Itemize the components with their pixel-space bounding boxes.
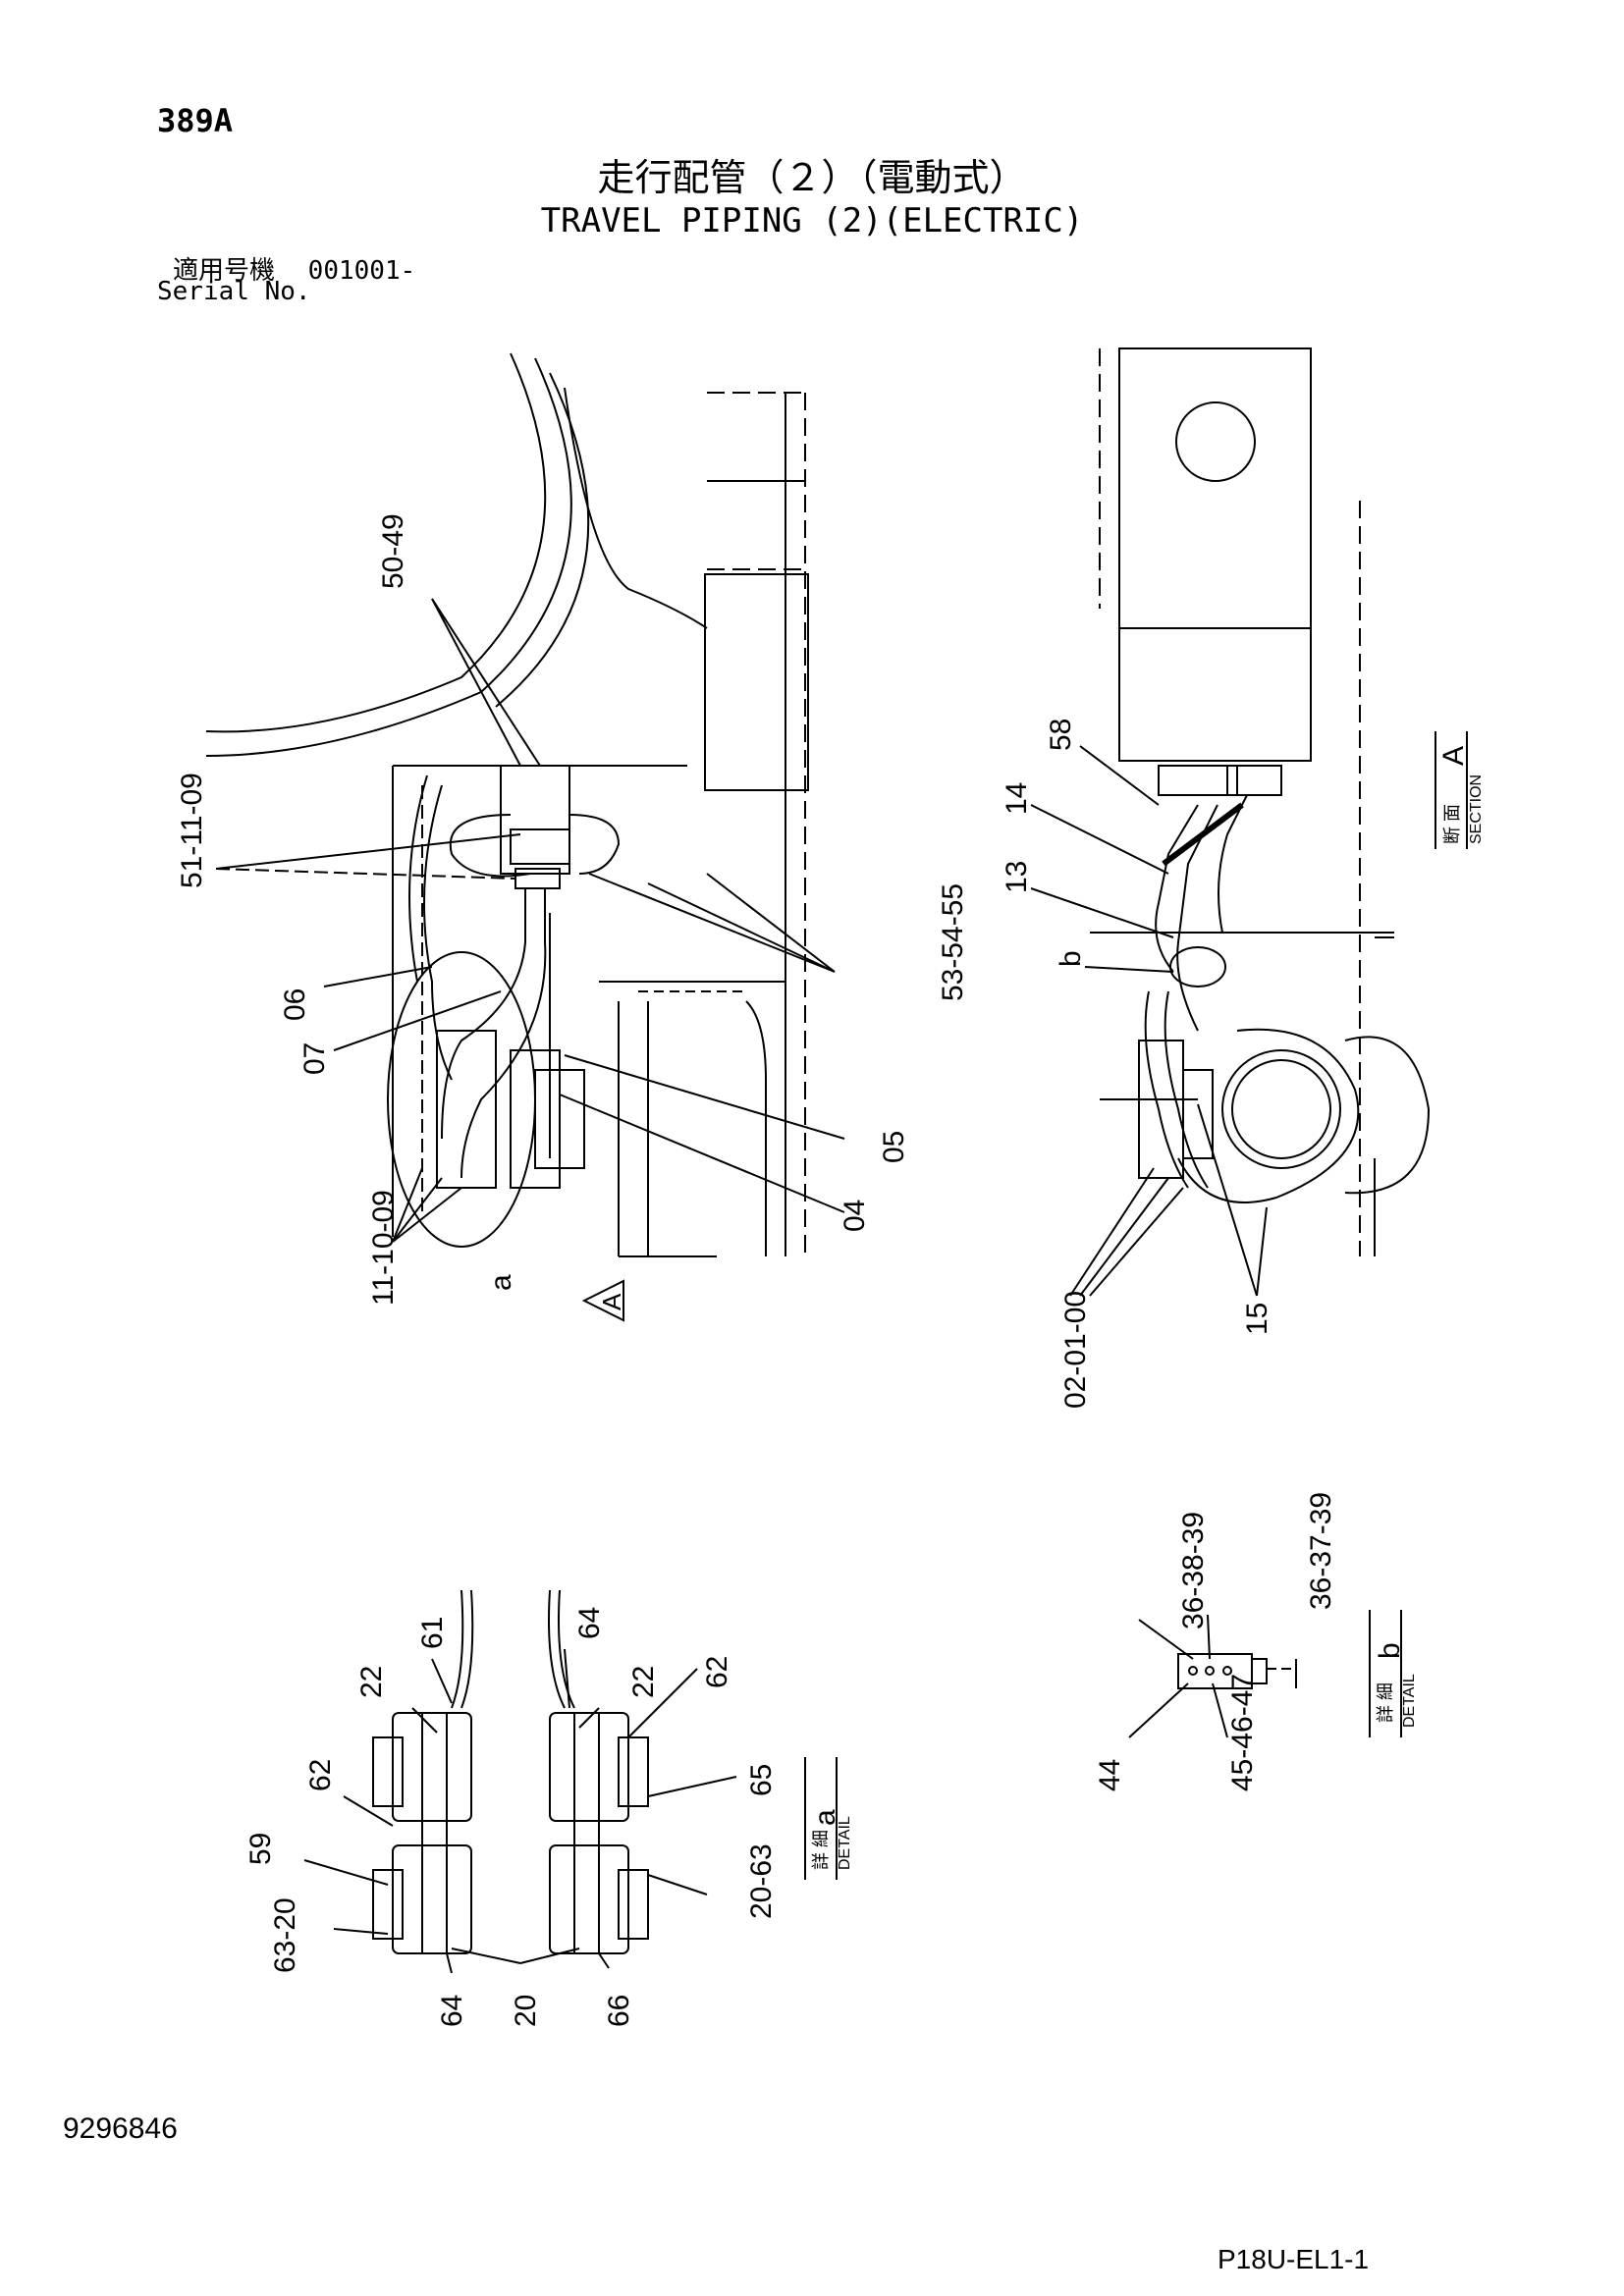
section-a-title-jp: 断 面	[1442, 804, 1462, 844]
serial-label-japanese: 適用号機	[173, 256, 276, 286]
page-code: 389A	[157, 102, 234, 139]
part-label: 06	[279, 988, 311, 1021]
part-label: 59	[244, 1833, 277, 1865]
detail-b-view	[1128, 1610, 1402, 1738]
part-label: 14	[1001, 782, 1033, 815]
part-label: 45-46-47	[1226, 1674, 1259, 1791]
part-label: 15	[1241, 1303, 1273, 1335]
detail-b-title-en: DETAIL	[1401, 1674, 1418, 1728]
detail-a-view	[303, 1589, 838, 1974]
part-label: 65	[745, 1764, 778, 1796]
title-english: TRAVEL PIPING (2)(ELECTRIC)	[540, 201, 1084, 240]
section-a-title-en: SECTION	[1468, 774, 1485, 844]
part-label: 02-01-00	[1059, 1291, 1092, 1409]
serial-line-japanese: 適用号機 001001-	[173, 250, 415, 287]
part-label: 66	[603, 1995, 635, 2027]
part-label: 61	[416, 1617, 449, 1649]
part-label: 64	[436, 1995, 468, 2027]
part-label: 53-54-55	[937, 883, 969, 1001]
detail-marker: a	[485, 1274, 517, 1291]
section-a-view	[1030, 347, 1431, 1297]
part-label: 62	[304, 1759, 337, 1791]
sheet-code: P18U-EL1-1	[1218, 2244, 1370, 2274]
main-view	[205, 352, 845, 1322]
section-a-letter: A	[1437, 746, 1470, 766]
detail-a-title-en: DETAIL	[837, 1816, 853, 1870]
title-japanese: 走行配管（２）（電動式）	[597, 156, 1027, 199]
part-label: 22	[627, 1666, 660, 1698]
detail-marker: b	[1055, 950, 1087, 967]
part-label: 62	[701, 1656, 733, 1688]
detail-a-letter: a	[809, 1809, 841, 1826]
document-number: 9296846	[63, 2112, 178, 2145]
part-label: 36-37-39	[1305, 1492, 1337, 1610]
part-label: 20-63	[745, 1843, 778, 1919]
serial-value: 001001-	[307, 256, 416, 286]
detail-a-title-jp: 詳 細	[811, 1830, 831, 1870]
part-label: 44	[1094, 1759, 1126, 1791]
serial-label-english: Serial No.	[157, 277, 311, 306]
part-label: 05	[878, 1131, 910, 1163]
part-label: 50-49	[377, 513, 409, 589]
part-label: 22	[355, 1666, 388, 1698]
part-label: 36-38-39	[1177, 1512, 1210, 1629]
part-label: 51-11-09	[176, 773, 208, 888]
part-label: 11-10-09	[367, 1190, 400, 1306]
part-label: 07	[298, 1042, 331, 1075]
view-marker: A	[597, 1293, 626, 1310]
part-label: 20	[510, 1995, 542, 2027]
part-label: 04	[839, 1200, 871, 1232]
part-label: 13	[1001, 861, 1033, 893]
part-label: 58	[1045, 719, 1077, 751]
part-label: 64	[573, 1607, 606, 1639]
part-label: 63-20	[269, 1897, 301, 1973]
detail-b-letter: b	[1374, 1642, 1406, 1659]
detail-b-title-jp: 詳 細	[1376, 1682, 1395, 1723]
